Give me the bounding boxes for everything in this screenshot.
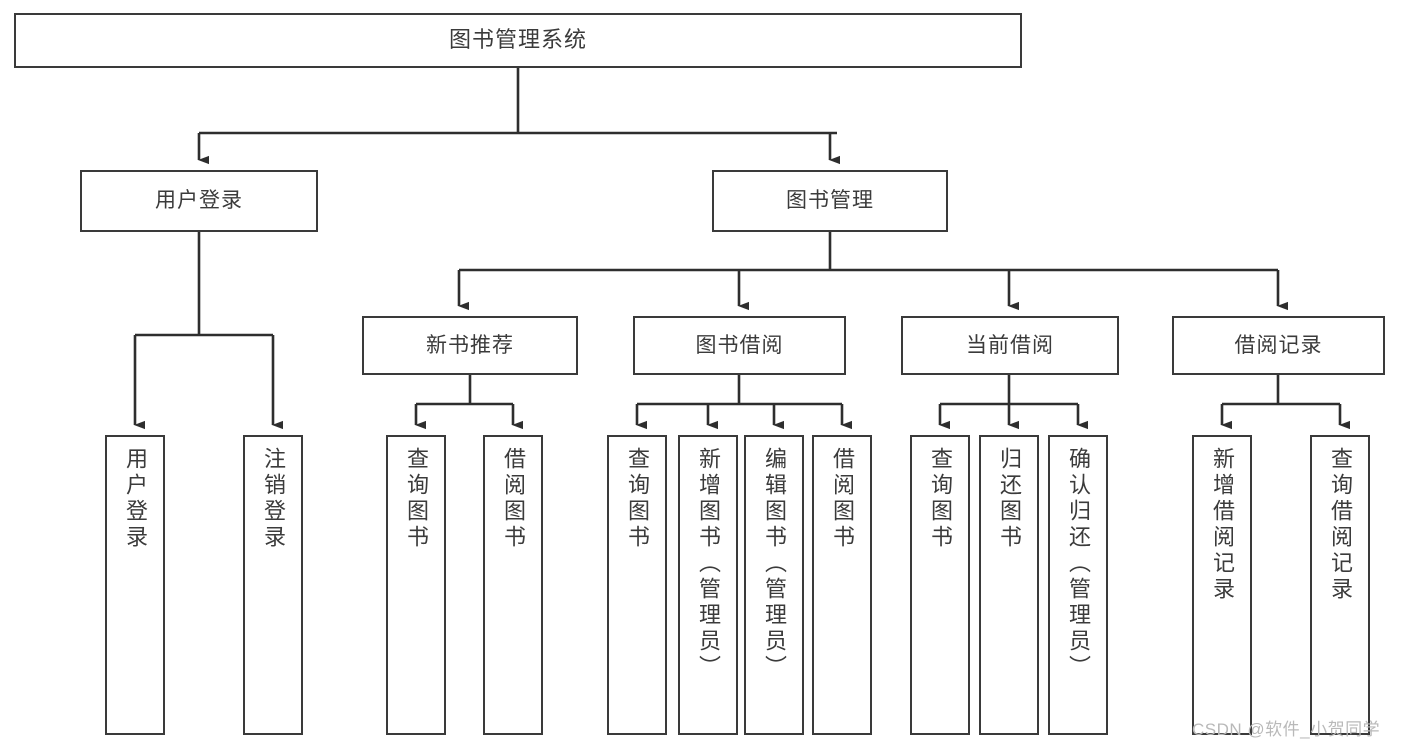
- node-user-login[interactable]: 用户登录: [80, 170, 318, 232]
- leaf-borrow-borrow-book[interactable]: 借阅图书: [812, 435, 872, 735]
- node-label: 查询图书: [625, 447, 650, 551]
- leaf-borrow-query-book[interactable]: 查询图书: [607, 435, 667, 735]
- node-borrow-record[interactable]: 借阅记录: [1172, 316, 1385, 375]
- leaf-current-query-book[interactable]: 查询图书: [910, 435, 970, 735]
- node-new-book-recommend[interactable]: 新书推荐: [362, 316, 578, 375]
- node-label: 图书管理: [786, 189, 874, 213]
- node-book-management[interactable]: 图书管理: [712, 170, 948, 232]
- node-label: 图书管理系统: [448, 27, 587, 53]
- node-label: 确认归还（管理员）: [1066, 447, 1091, 681]
- node-label: 当前借阅: [966, 333, 1054, 357]
- leaf-borrow-edit-book-admin[interactable]: 编辑图书（管理员）: [744, 435, 804, 735]
- node-label: 新增借阅记录: [1210, 447, 1235, 603]
- node-label: 借阅图书: [830, 447, 855, 551]
- leaf-current-return-book[interactable]: 归还图书: [979, 435, 1039, 735]
- leaf-current-confirm-return-admin[interactable]: 确认归还（管理员）: [1048, 435, 1108, 735]
- node-label: 编辑图书（管理员）: [762, 447, 787, 681]
- node-label: 注销登录: [261, 447, 286, 551]
- node-label: 借阅图书: [501, 447, 526, 551]
- node-root-system[interactable]: 图书管理系统: [14, 13, 1022, 68]
- leaf-recommend-query-book[interactable]: 查询图书: [386, 435, 446, 735]
- node-current-borrow[interactable]: 当前借阅: [901, 316, 1119, 375]
- node-label: 归还图书: [997, 447, 1022, 551]
- node-label: 用户登录: [155, 189, 243, 213]
- node-label: 新增图书（管理员）: [696, 447, 721, 681]
- node-label: 查询图书: [928, 447, 953, 551]
- leaf-record-query-record[interactable]: 查询借阅记录: [1310, 435, 1370, 735]
- node-label: 借阅记录: [1234, 333, 1323, 357]
- leaf-user-login-login[interactable]: 用户登录: [105, 435, 165, 735]
- leaf-recommend-borrow-book[interactable]: 借阅图书: [483, 435, 543, 735]
- node-label: 用户登录: [123, 447, 148, 551]
- node-book-borrow[interactable]: 图书借阅: [633, 316, 846, 375]
- node-label: 新书推荐: [426, 333, 514, 357]
- node-label: 查询借阅记录: [1328, 447, 1353, 603]
- node-label: 查询图书: [404, 447, 429, 551]
- leaf-record-add-record[interactable]: 新增借阅记录: [1192, 435, 1252, 735]
- leaf-user-login-logout[interactable]: 注销登录: [243, 435, 303, 735]
- node-label: 图书借阅: [695, 333, 784, 357]
- leaf-borrow-add-book-admin[interactable]: 新增图书（管理员）: [678, 435, 738, 735]
